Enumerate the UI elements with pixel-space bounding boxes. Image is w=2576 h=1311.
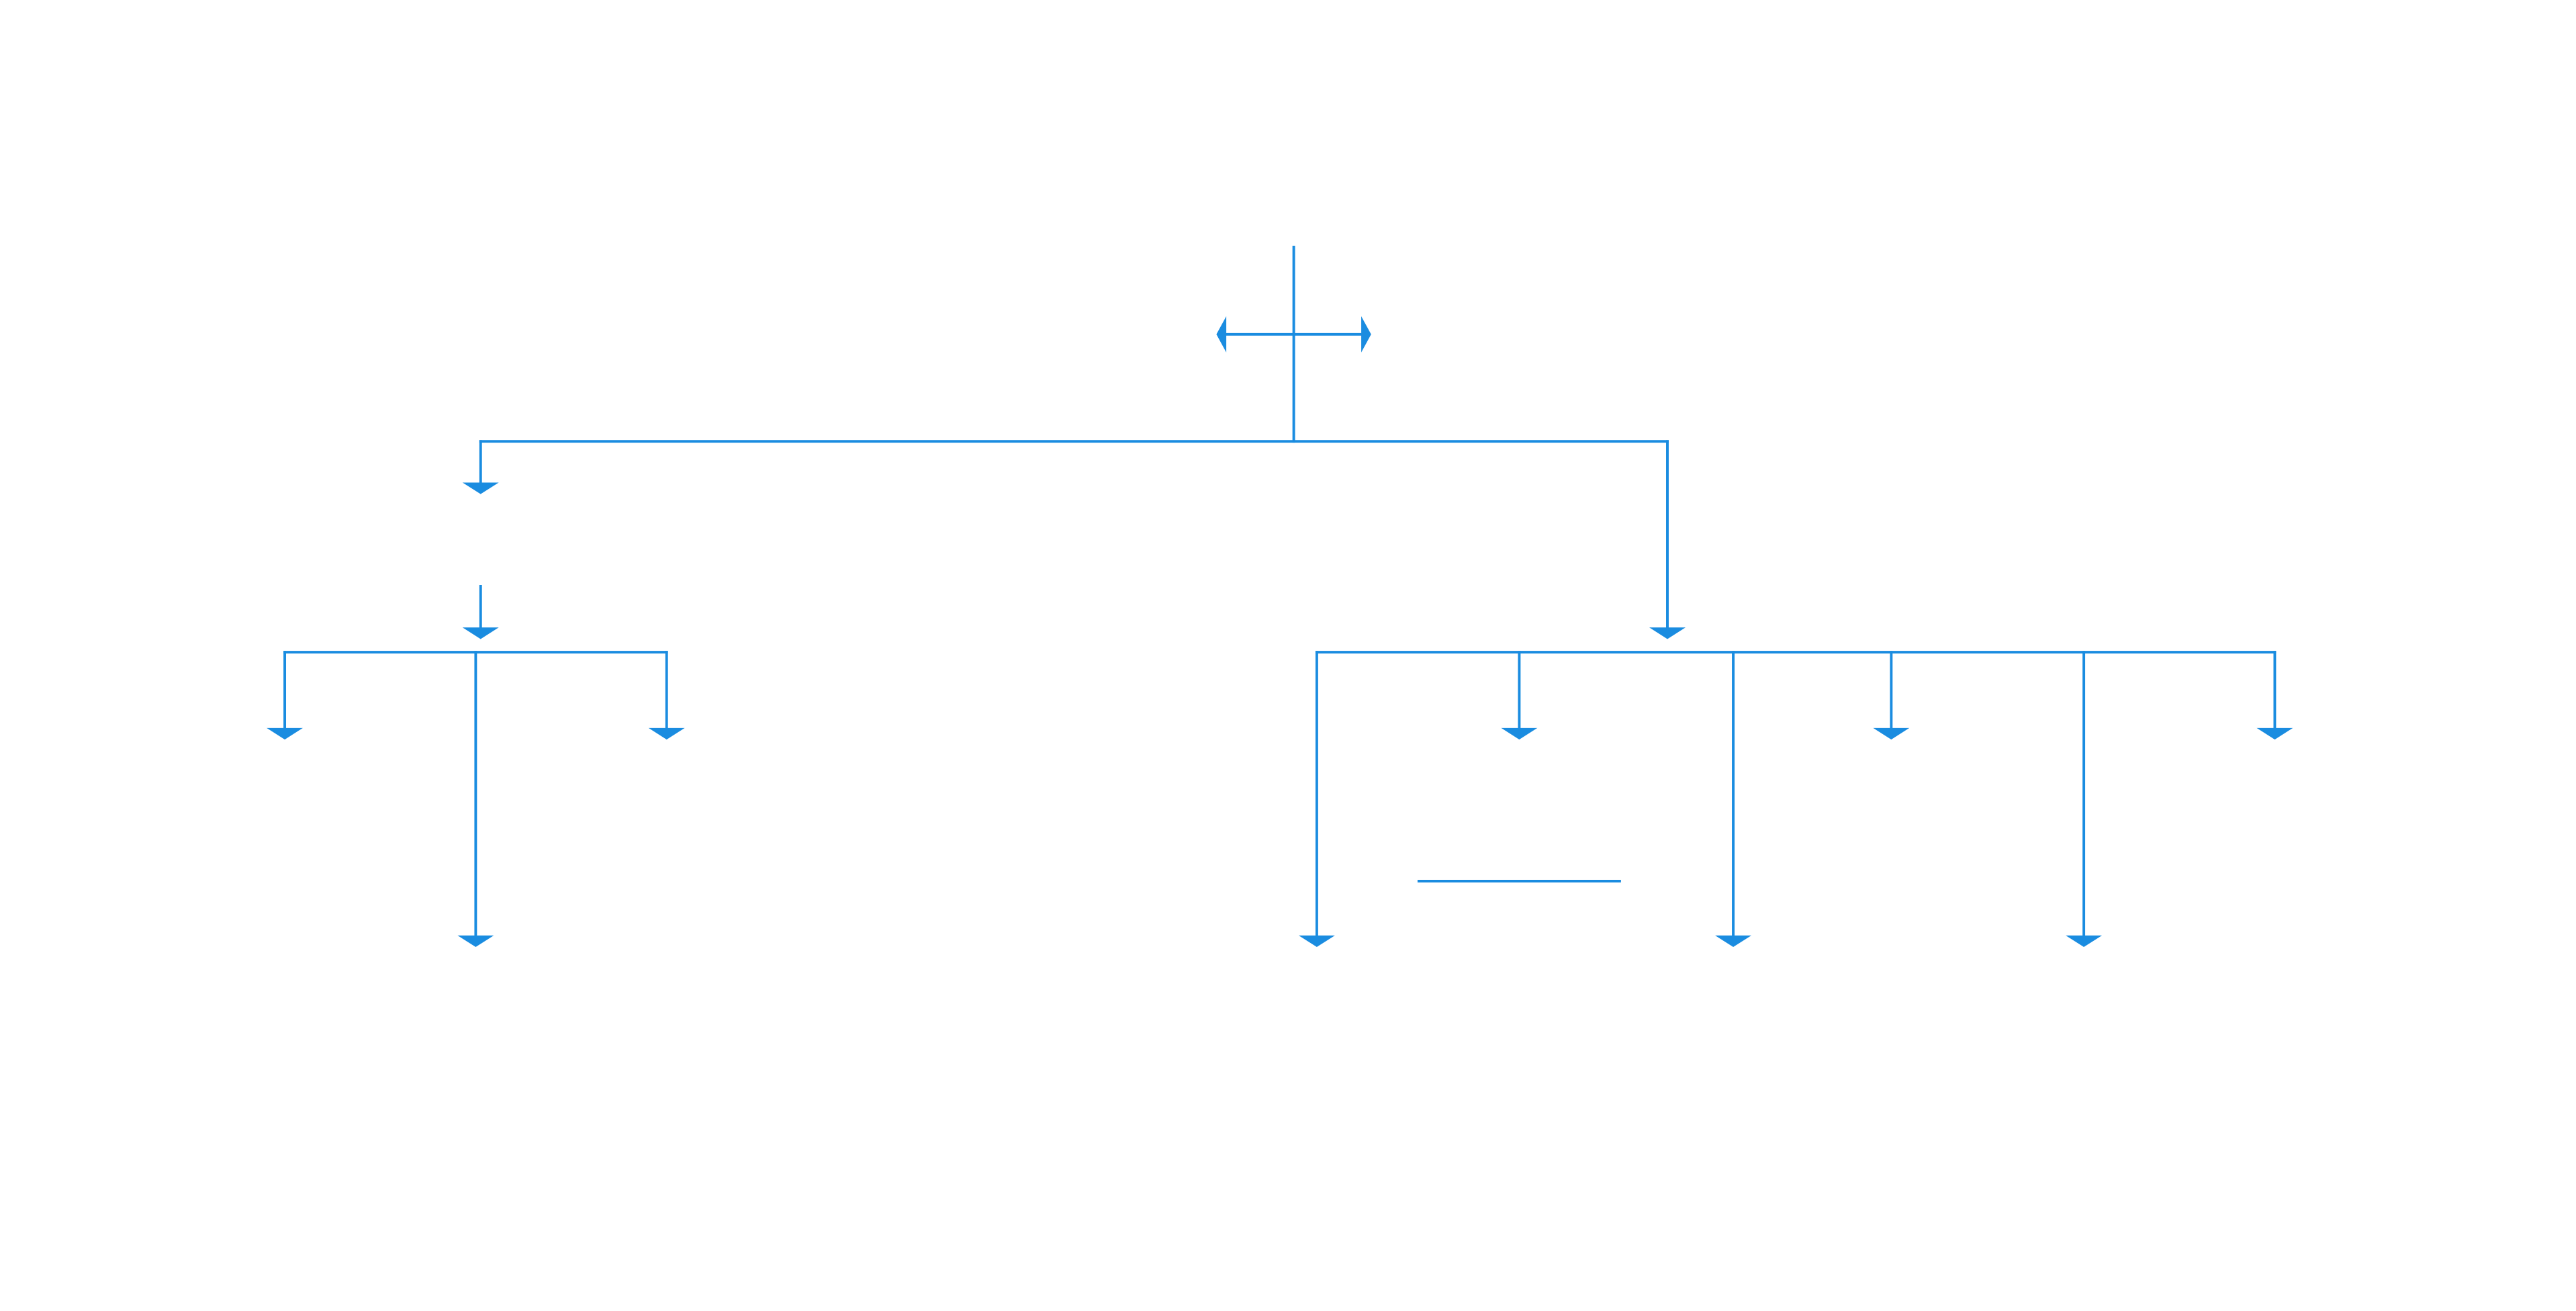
arrow-down-icon	[2256, 727, 2293, 740]
arrow-down-icon	[457, 935, 494, 948]
arrow-down-icon	[2066, 935, 2103, 948]
arrow-down-icon	[648, 727, 685, 740]
arrow-down-icon	[1873, 727, 1910, 740]
arrow-down-icon	[1649, 627, 1686, 639]
arrow-down-icon	[1298, 935, 1335, 948]
arrow-down-icon	[462, 627, 499, 639]
left-arrowhead-icon	[1216, 316, 1227, 353]
right-arrowhead-icon	[1361, 316, 1371, 353]
arrow-down-icon	[1715, 935, 1751, 948]
arrow-down-icon	[267, 727, 304, 740]
arrow-down-icon	[1501, 727, 1538, 740]
arrow-down-icon	[462, 482, 499, 494]
